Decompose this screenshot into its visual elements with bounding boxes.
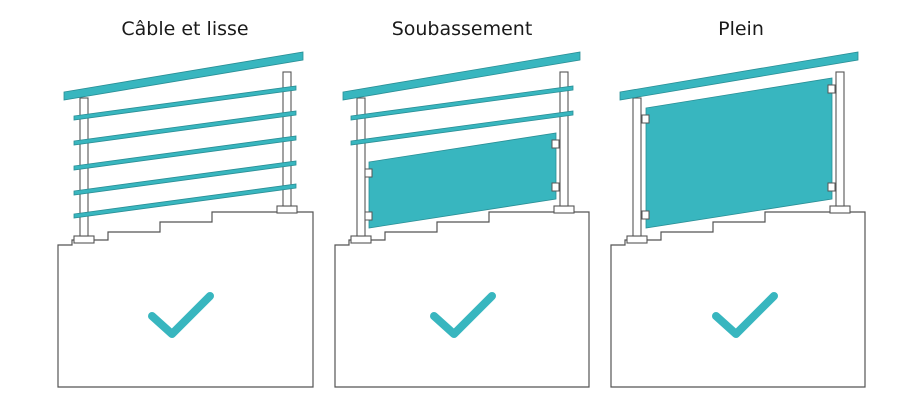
title-plein: Plein [718, 18, 764, 40]
title-soubassement: Soubassement [391, 18, 533, 40]
panel-cable-et-lisse [57, 51, 314, 388]
lower-glass-panel [368, 132, 557, 229]
handrail [619, 51, 859, 101]
post-right [835, 71, 845, 207]
cable-rails [73, 85, 297, 219]
wall-stairs [610, 211, 866, 388]
wall-stairs [57, 211, 314, 388]
post-base [73, 235, 95, 244]
handrail [342, 51, 581, 101]
post-base [276, 205, 298, 214]
post-left [632, 97, 642, 237]
post-base [553, 205, 575, 214]
title-cable-et-lisse: Câble et lisse [121, 18, 249, 40]
panel-soubassement [334, 51, 590, 388]
cable-rails [350, 85, 574, 146]
post-base [350, 235, 372, 244]
post-left [356, 97, 366, 237]
panel-clamps [641, 84, 836, 220]
post-right [559, 71, 569, 207]
check-icon [148, 292, 214, 338]
full-glass-panel [645, 77, 833, 229]
post-base [829, 205, 851, 214]
panel-plein [610, 51, 866, 388]
handrail [63, 51, 304, 101]
wall-stairs [334, 211, 590, 388]
panel-clamps [364, 139, 560, 221]
check-icon [712, 292, 778, 338]
check-icon [430, 292, 496, 338]
post-base [626, 235, 648, 244]
